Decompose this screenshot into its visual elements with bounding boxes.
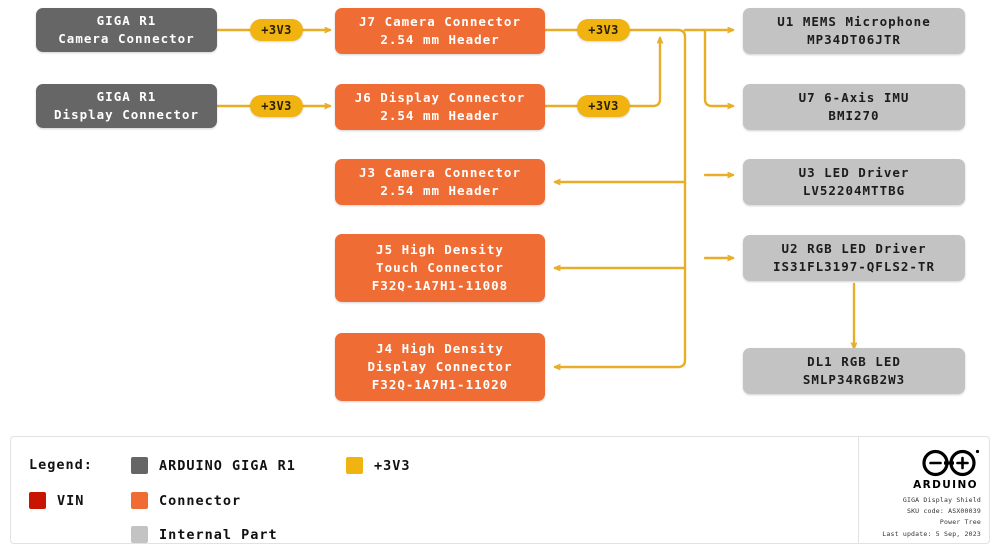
meta-sku: SKU code: ASX00039 bbox=[906, 507, 981, 516]
node-line: U2 RGB LED Driver bbox=[781, 240, 927, 256]
node-giga-r1-camera-connector[interactable]: GIGA R1 Camera Connector bbox=[36, 8, 217, 52]
badge-3v3-j6-output: +3V3 bbox=[577, 95, 630, 117]
node-line: J4 High Density bbox=[376, 340, 504, 356]
node-line: 2.54 mm Header bbox=[380, 32, 500, 47]
legend-item-vin: VIN bbox=[29, 492, 84, 509]
legend-title: Legend: bbox=[29, 457, 93, 473]
arduino-logo: ARDUINO bbox=[859, 448, 981, 491]
legend-panel: Legend: ARDUINO GIGA R1 +3V3 VIN Connect… bbox=[10, 436, 990, 544]
legend-swatch-3v3 bbox=[346, 457, 363, 474]
node-line: BMI270 bbox=[828, 108, 880, 123]
node-line: U1 MEMS Microphone bbox=[777, 13, 931, 29]
arduino-wordmark: ARDUINO bbox=[913, 479, 978, 491]
legend-label: Internal Part bbox=[159, 526, 278, 543]
node-j6-display-connector[interactable]: J6 Display Connector 2.54 mm Header bbox=[335, 84, 545, 130]
meta-doc-type: Power Tree bbox=[939, 518, 981, 527]
badge-label: +3V3 bbox=[588, 23, 619, 37]
node-u7-6-axis-imu[interactable]: U7 6-Axis IMU BMI270 bbox=[743, 84, 965, 130]
node-line: J5 High Density bbox=[376, 241, 504, 257]
legend-items-area: Legend: ARDUINO GIGA R1 +3V3 VIN Connect… bbox=[11, 437, 859, 543]
node-line: Touch Connector bbox=[376, 259, 504, 275]
legend-swatch-internal bbox=[131, 526, 148, 543]
document-metadata: GIGA Display Shield SKU code: ASX00039 P… bbox=[882, 495, 981, 540]
node-line: 2.54 mm Header bbox=[380, 108, 500, 123]
wire-routing bbox=[215, 0, 1000, 420]
node-j5-high-density-touch-connector[interactable]: J5 High Density Touch Connector F32Q-1A7… bbox=[335, 234, 545, 302]
badge-3v3-display-input: +3V3 bbox=[250, 95, 303, 117]
node-line: GIGA R1 bbox=[96, 88, 157, 104]
node-line: Display Connector bbox=[367, 358, 513, 374]
node-line: F32Q-1A7H1-11020 bbox=[371, 377, 509, 393]
legend-label: ARDUINO GIGA R1 bbox=[159, 457, 296, 474]
badge-3v3-j7-output: +3V3 bbox=[577, 19, 630, 41]
node-u1-mems-microphone[interactable]: U1 MEMS Microphone MP34DT06JTR bbox=[743, 8, 965, 54]
node-line: LV52204MTTBG bbox=[802, 183, 906, 198]
power-tree-diagram: GIGA R1 Camera Connector GIGA R1 Display… bbox=[36, 0, 1000, 420]
node-j3-camera-connector[interactable]: J3 Camera Connector 2.54 mm Header bbox=[335, 159, 545, 205]
node-line: U3 LED Driver bbox=[798, 164, 910, 180]
node-line: GIGA R1 bbox=[96, 12, 157, 28]
badge-label: +3V3 bbox=[588, 99, 619, 113]
legend-swatch-giga bbox=[131, 457, 148, 474]
arduino-infinity-icon bbox=[922, 449, 980, 477]
legend-item-internal-part: Internal Part bbox=[131, 526, 278, 543]
legend-item-3v3: +3V3 bbox=[346, 457, 411, 474]
legend-swatch-vin bbox=[29, 492, 46, 509]
meta-product: GIGA Display Shield bbox=[902, 496, 981, 504]
node-u3-led-driver[interactable]: U3 LED Driver LV52204MTTBG bbox=[743, 159, 965, 205]
node-dl1-rgb-led[interactable]: DL1 RGB LED SMLP34RGB2W3 bbox=[743, 348, 965, 394]
node-line: Display Connector bbox=[54, 107, 199, 122]
node-j7-camera-connector[interactable]: J7 Camera Connector 2.54 mm Header bbox=[335, 8, 545, 54]
node-line: IS31FL3197-QFLS2-TR bbox=[773, 259, 935, 274]
node-line: J7 Camera Connector bbox=[359, 13, 521, 29]
node-line: J6 Display Connector bbox=[354, 89, 526, 105]
node-j4-high-density-display-connector[interactable]: J4 High Density Display Connector F32Q-1… bbox=[335, 333, 545, 401]
badge-3v3-camera-input: +3V3 bbox=[250, 19, 303, 41]
node-line: MP34DT06JTR bbox=[807, 32, 901, 47]
node-line: Camera Connector bbox=[58, 31, 195, 46]
legend-item-arduino-giga-r1: ARDUINO GIGA R1 bbox=[131, 457, 296, 474]
meta-last-update: Last update: 5 Sep, 2023 bbox=[882, 529, 981, 538]
node-line: 2.54 mm Header bbox=[380, 183, 500, 198]
node-giga-r1-display-connector[interactable]: GIGA R1 Display Connector bbox=[36, 84, 217, 128]
node-line: F32Q-1A7H1-11008 bbox=[371, 278, 509, 294]
node-u2-rgb-led-driver[interactable]: U2 RGB LED Driver IS31FL3197-QFLS2-TR bbox=[743, 235, 965, 281]
legend-title-row: Legend: bbox=[29, 457, 93, 473]
badge-label: +3V3 bbox=[261, 99, 292, 113]
node-line: U7 6-Axis IMU bbox=[798, 89, 910, 105]
legend-item-connector: Connector bbox=[131, 492, 241, 509]
legend-label: +3V3 bbox=[374, 457, 411, 474]
node-line: SMLP34RGB2W3 bbox=[802, 372, 906, 387]
legend-label: VIN bbox=[57, 492, 85, 509]
badge-label: +3V3 bbox=[261, 23, 292, 37]
legend-swatch-connector bbox=[131, 492, 148, 509]
legend-label: Connector bbox=[159, 492, 242, 509]
branding-area: ARDUINO GIGA Display Shield SKU code: AS… bbox=[859, 437, 989, 543]
node-line: DL1 RGB LED bbox=[807, 353, 901, 369]
node-line: J3 Camera Connector bbox=[359, 164, 521, 180]
